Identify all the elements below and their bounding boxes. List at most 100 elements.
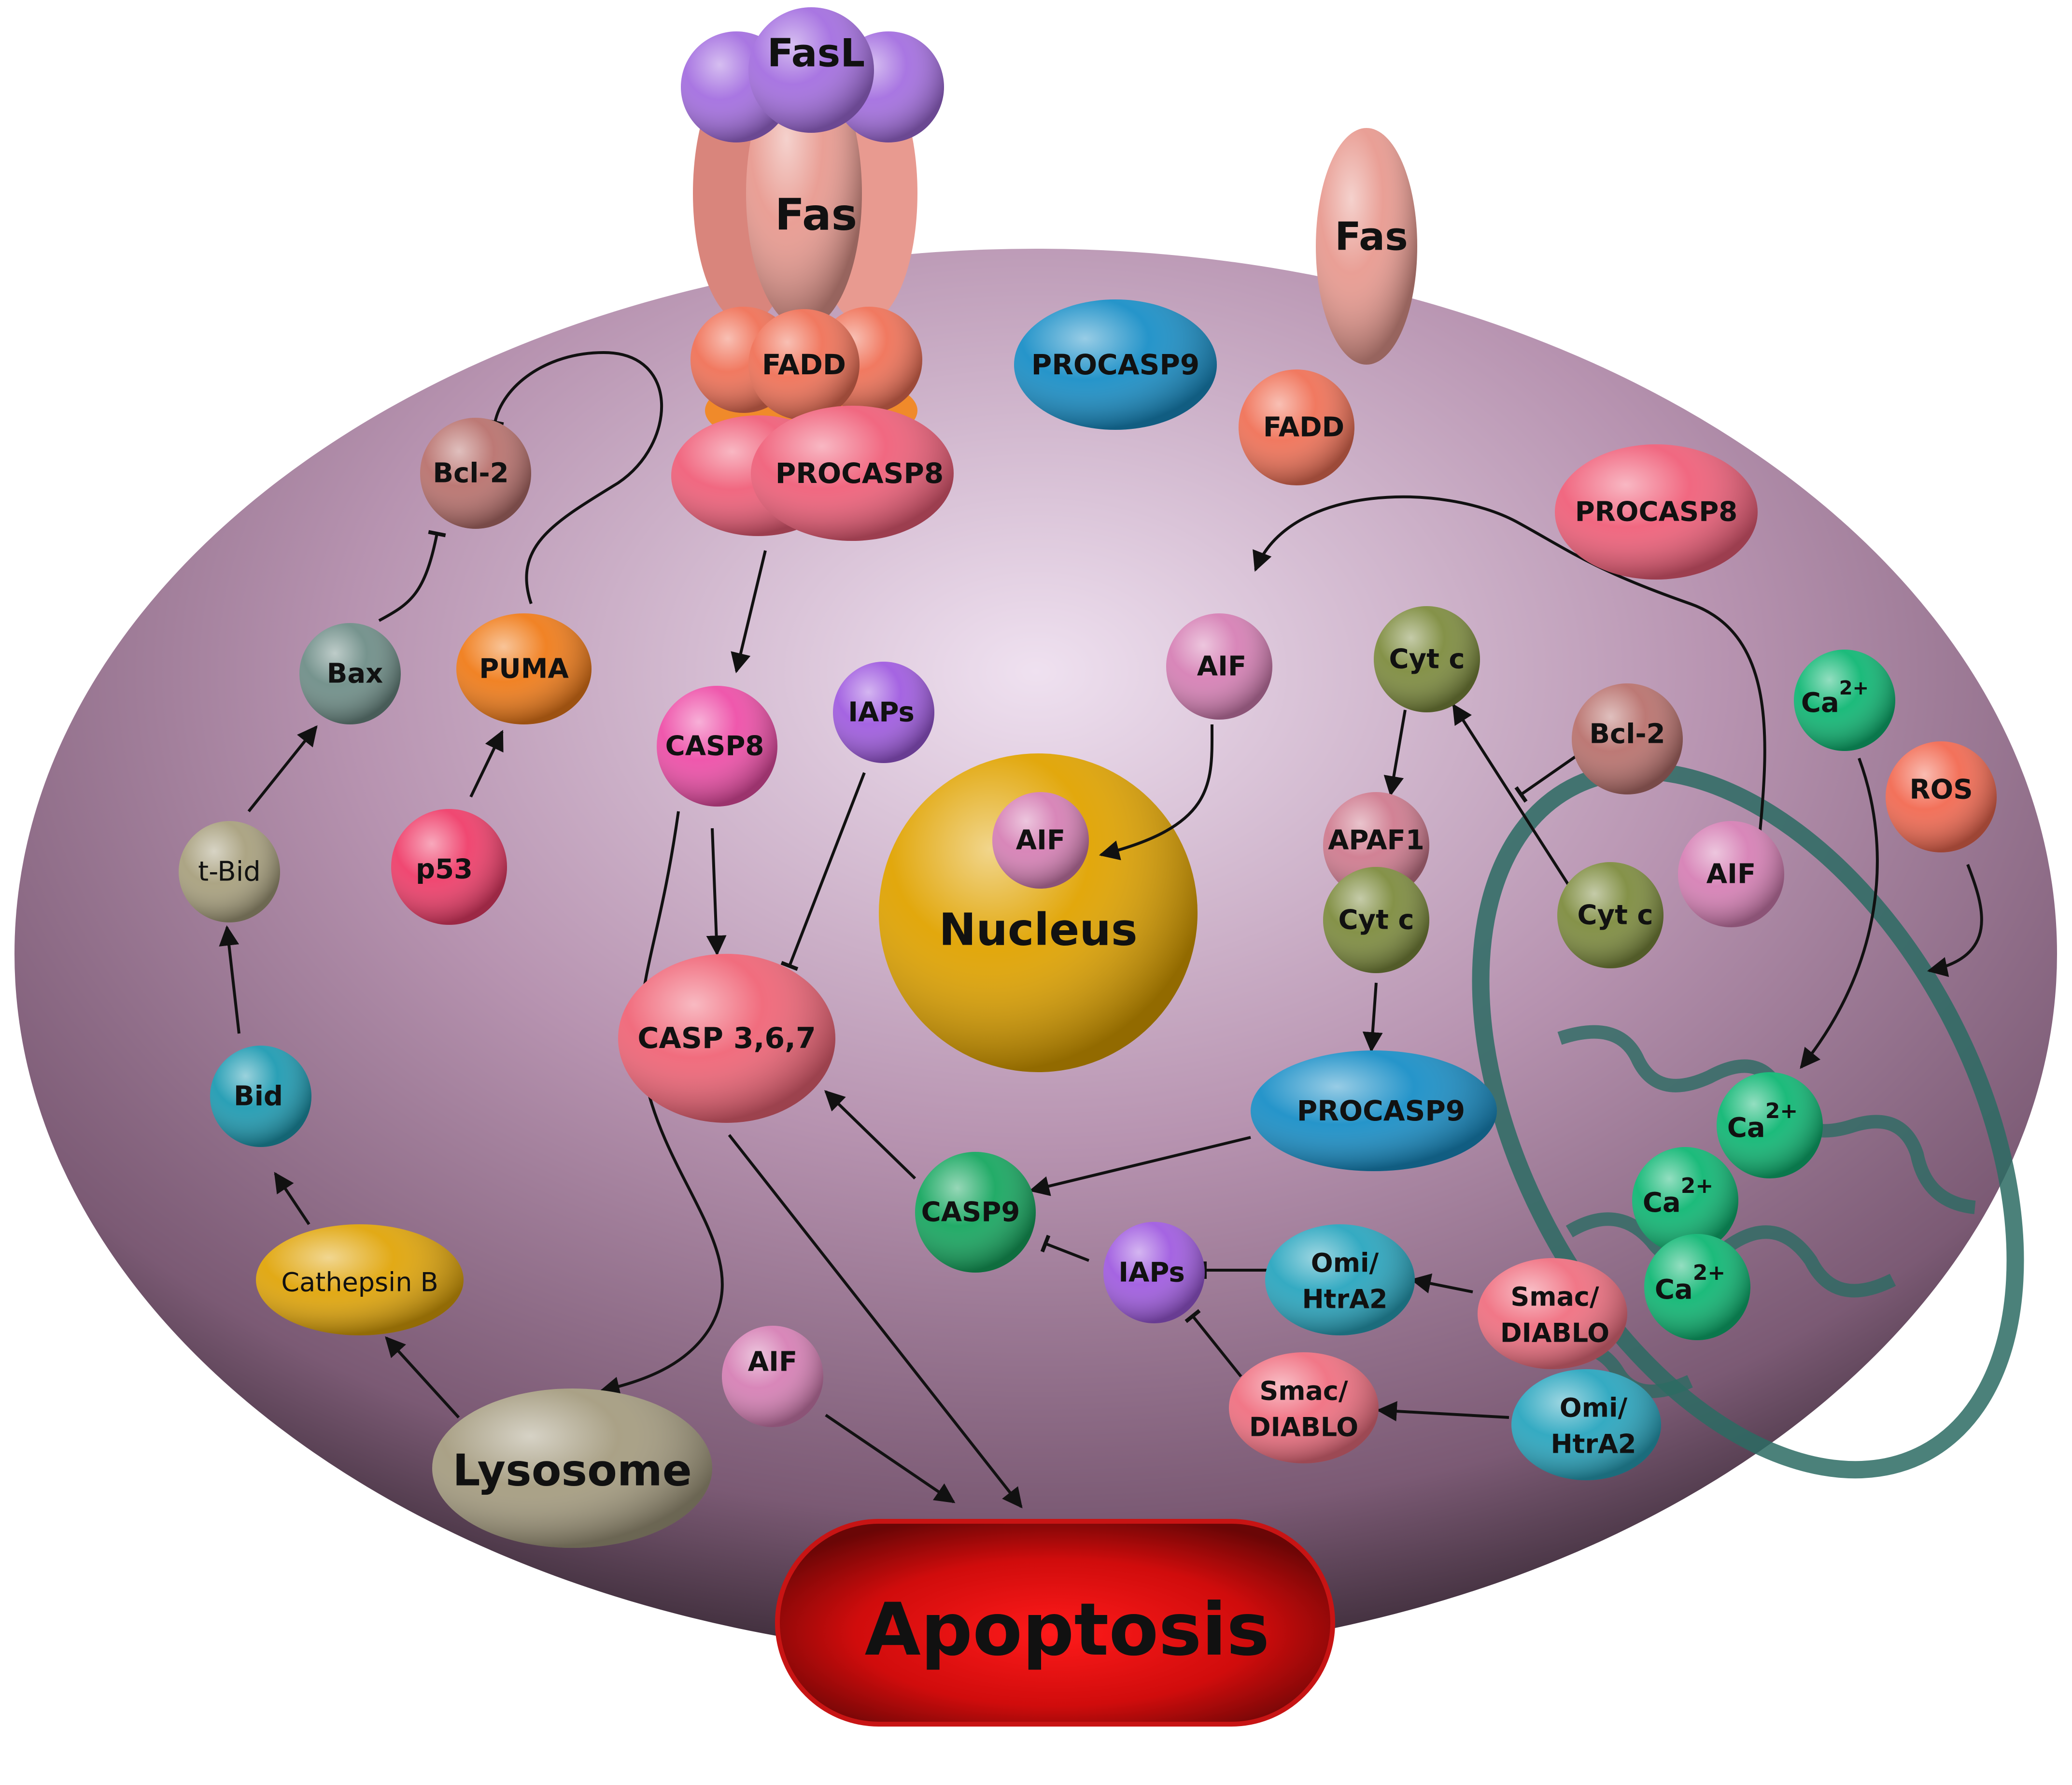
calcium-1-label: Ca (1727, 1112, 1765, 1144)
aif-center: AIF (1166, 613, 1272, 720)
edges (219, 351, 1983, 1509)
edge-aif-mito-aif (1253, 495, 1766, 831)
edge-iaps-casp9 (1040, 1234, 1090, 1262)
bid: Bid (210, 1046, 311, 1147)
edge-lysosome-cathepsin (385, 1336, 460, 1419)
cathepsin-b: Cathepsin B (256, 1224, 464, 1335)
bid-label: Bid (234, 1081, 283, 1112)
edge-cytc-mito-cytc (1452, 703, 1571, 887)
calcium-top: Ca2+ (1794, 650, 1895, 751)
puma: PUMA (456, 613, 592, 724)
omi-left-line1: Omi/ (1311, 1248, 1379, 1278)
svg-text:Ca2+: Ca2+ (1727, 1099, 1798, 1144)
casp8: CASP8 (657, 686, 777, 807)
smac-right-line1: Smac/ (1510, 1282, 1599, 1312)
edge-smac-iaps (1184, 1309, 1242, 1377)
procasp8-complex-label: PROCASP8 (775, 457, 944, 490)
lysosome: Lysosome (432, 1388, 712, 1548)
aif-center-label: AIF (1197, 651, 1246, 682)
bcl2-right: Bcl-2 (1572, 683, 1683, 794)
aif-mito-label: AIF (1706, 859, 1756, 890)
edge-smac-omi (1410, 1273, 1473, 1294)
apoptosis-label: Apoptosis (865, 1588, 1270, 1672)
smac-left-line2: DIABLO (1249, 1412, 1358, 1443)
edge-aif-apoptosis (825, 1414, 956, 1503)
cathepsin-b-label: Cathepsin B (281, 1267, 438, 1298)
tbid-label: t-Bid (198, 856, 261, 888)
calcium-2-charge: 2+ (1681, 1174, 1713, 1198)
aif-bottom: AIF (722, 1326, 823, 1427)
iaps-top-label: IAPs (848, 697, 915, 728)
aif-nucleus-label: AIF (1016, 825, 1065, 856)
calcium-top-charge: 2+ (1839, 677, 1869, 699)
omi-right-line2: HtrA2 (1550, 1429, 1636, 1459)
calcium-2: Ca2+ (1632, 1147, 1738, 1253)
fasl-ligand: FasL (681, 7, 944, 142)
smac-right-line2: DIABLO (1500, 1318, 1609, 1348)
cytc-mito-label: Cyt c (1577, 900, 1653, 931)
nucleus: Nucleus (879, 753, 1198, 1072)
fasl-label: FasL (767, 31, 865, 76)
omi-right-line1: Omi/ (1560, 1393, 1628, 1423)
casp8-label: CASP8 (665, 731, 764, 762)
iaps-bottom-label: IAPs (1118, 1257, 1185, 1289)
calcium-3-label: Ca (1655, 1274, 1693, 1305)
edge-tbid-bax (247, 725, 318, 812)
lysosome-label: Lysosome (452, 1445, 692, 1496)
edge-cathepsin-bid (274, 1172, 310, 1225)
iaps-bottom: IAPs (1103, 1222, 1205, 1323)
fadd-free: FADD (1239, 369, 1354, 485)
edge-iaps-casp367 (780, 772, 866, 971)
fas-free-label: Fas (1335, 214, 1408, 259)
casp9: CASP9 (915, 1152, 1036, 1273)
procasp9-top: PROCASP9 (1014, 299, 1217, 430)
edge-casp8-casp367 (706, 828, 727, 956)
cytc-top: Cyt c (1374, 606, 1480, 712)
bax: Bax (299, 623, 401, 724)
bcl2-left-label: Bcl-2 (433, 458, 508, 489)
cytc-apaf-label: Cyt c (1338, 905, 1414, 936)
edge-aif-nucleus (1099, 724, 1214, 861)
edge-ros-mito (1927, 864, 1983, 977)
casp367-label: CASP 3,6,7 (637, 1021, 816, 1055)
edge-bcl2-cytc (1514, 754, 1578, 803)
edge-ca-flux (1800, 757, 1879, 1069)
calcium-3-charge: 2+ (1693, 1261, 1725, 1285)
aif-mito: AIF (1678, 821, 1784, 927)
aif-nucleus: AIF (992, 792, 1089, 889)
calcium-3: Ca2+ (1644, 1234, 1750, 1340)
svg-text:Ca2+: Ca2+ (1801, 677, 1869, 719)
fadd-free-label: FADD (1263, 412, 1344, 443)
apaf1-label: APAF1 (1328, 825, 1424, 856)
calcium-2-label: Ca (1643, 1187, 1681, 1218)
fadd-complex-label: FADD (762, 348, 846, 381)
casp367: CASP 3,6,7 (618, 954, 835, 1123)
omi-htra2-left: Omi/ HtrA2 (1265, 1224, 1415, 1335)
edge-casp8-lysosome (599, 811, 724, 1397)
procasp9-bottom-label: PROCASP9 (1297, 1094, 1466, 1127)
puma-label: PUMA (479, 653, 569, 685)
ros: ROS (1886, 741, 1997, 852)
bcl2-right-label: Bcl-2 (1589, 719, 1665, 750)
edge-p53-puma (469, 730, 504, 798)
fas-complex-label: Fas (775, 190, 858, 241)
cytc-mito: Cyt c (1557, 862, 1663, 968)
tbid: t-Bid (179, 821, 280, 922)
edge-puma-bcl2 (486, 351, 663, 604)
bax-label: Bax (327, 658, 383, 690)
cytc-top-label: Cyt c (1389, 644, 1465, 675)
edge-casp9-casp367 (824, 1090, 916, 1180)
fas-free: Fas (1316, 128, 1417, 365)
aif-bottom-label: AIF (748, 1346, 797, 1378)
calcium-1-charge: 2+ (1765, 1099, 1798, 1123)
omi-left-line2: HtrA2 (1302, 1284, 1387, 1315)
edge-bid-tbid (219, 925, 240, 1034)
edge-casp367-apoptosis (728, 1134, 1023, 1509)
edge-omi-smac (1376, 1401, 1509, 1422)
smac-left-line1: Smac/ (1259, 1376, 1348, 1406)
calcium-1: Ca2+ (1717, 1072, 1823, 1178)
edge-cytc-apaf1 (1383, 709, 1407, 797)
nucleus-label: Nucleus (939, 904, 1137, 956)
edge-procasp9-casp9 (1029, 1136, 1251, 1196)
